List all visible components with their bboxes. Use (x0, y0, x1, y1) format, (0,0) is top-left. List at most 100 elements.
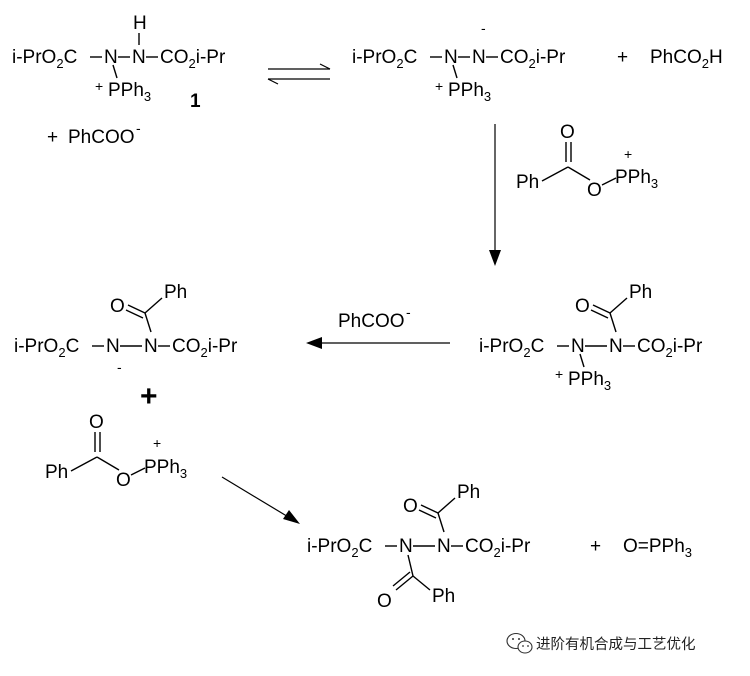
o-p-bond (601, 177, 617, 186)
ipr-o2c-label: i-PrO2C (352, 47, 417, 71)
ipr-o2c-label: i-PrO2C (14, 336, 79, 360)
c-o-double-bond-b (125, 309, 144, 319)
n-atom: N (571, 336, 585, 357)
reverse-half-head (267, 78, 279, 85)
n-atom: N (144, 336, 158, 357)
plus-sign: + (590, 536, 601, 557)
c-o-double-bond-a (395, 575, 414, 591)
o-atom: O (575, 296, 590, 317)
n-atom: N (437, 536, 451, 557)
n-p-bond (452, 64, 458, 79)
plus-charge: + (624, 146, 632, 162)
c-o-single-bond (96, 456, 120, 471)
watermark-text: 进阶有机合成与工艺优化 (536, 636, 696, 653)
pph3-label: PPh3 (568, 369, 611, 393)
ph-label: Ph (516, 172, 539, 193)
minus-charge: - (136, 120, 141, 136)
co2-ipr-label: CO2i-Pr (160, 47, 226, 71)
wechat-watermark: 进阶有机合成与工艺优化 (506, 632, 696, 654)
pph3-label: PPh3 (144, 457, 187, 481)
minus-charge: - (481, 20, 486, 36)
ph-label: Ph (45, 462, 68, 483)
o-atom: O (560, 122, 575, 143)
ph-label: Ph (629, 282, 652, 303)
o-atom: O (377, 591, 392, 612)
c-o-double-bond-a (420, 504, 439, 514)
minus-charge: - (406, 304, 411, 320)
c-o-double-bond-b (590, 309, 609, 319)
o-atom: O (116, 470, 131, 491)
ph-label: Ph (164, 282, 187, 303)
plus-charge: + (435, 78, 443, 94)
ipr-o2c-label: i-PrO2C (307, 536, 372, 560)
c-ph-bond (609, 297, 628, 314)
plus-charge: + (95, 78, 103, 94)
ph-c-bond (70, 456, 98, 472)
ph-label: Ph (457, 482, 480, 503)
co2-ipr-label: CO2i-Pr (637, 336, 703, 360)
h-atom: H (133, 13, 147, 34)
minus-charge: - (117, 359, 122, 375)
compound-number: 1 (190, 91, 201, 112)
n-atom: N (132, 47, 146, 68)
c-o-single-bond (567, 166, 591, 181)
c-ph-bond (437, 497, 456, 514)
c-ph-bond (144, 297, 163, 314)
n-carbonyl-bond (609, 312, 617, 333)
diacyl-hydrazide-product: i-PrO2C N N CO2i-Pr Ph O Ph O (307, 482, 531, 612)
c-ph-bond (412, 575, 431, 591)
n-atom: N (399, 536, 413, 557)
wechat-icon (506, 632, 533, 654)
plus-charge: + (555, 366, 563, 382)
acyl-hydrazide-phosphonium: i-PrO2C N N CO2i-Pr Ph O + PPh3 (479, 282, 703, 393)
o-atom: O (403, 496, 418, 517)
ipr-o2c-label: i-PrO2C (479, 336, 544, 360)
acyloxyphosphonium-lower: Ph O O + PPh3 (45, 412, 187, 491)
forward-half-head (319, 63, 331, 70)
n-atom: N (104, 47, 118, 68)
pph3-label: PPh3 (615, 167, 658, 191)
ipr-o2c-label: i-PrO2C (12, 47, 77, 71)
co2-ipr-label: CO2i-Pr (172, 336, 238, 360)
o-p-bond (130, 467, 146, 476)
pph3-label: PPh3 (108, 80, 151, 104)
c-o-double-bond-a (592, 304, 611, 314)
n-atom: N (609, 336, 623, 357)
c-o-double-bond-a (127, 304, 146, 314)
n-carbonyl-bond (407, 554, 414, 577)
triphenylphosphine-oxide-label: O=PPh3 (623, 536, 692, 560)
o-atom: O (587, 180, 602, 201)
n-p-bond (579, 353, 585, 368)
down-arrow-head (489, 250, 501, 266)
plus-sign: + (47, 127, 58, 148)
o-atom: O (110, 296, 125, 317)
c-o-double-bond-b (418, 509, 437, 519)
co2-ipr-label: CO2i-Pr (465, 536, 531, 560)
diagonal-arrow-head (283, 510, 300, 524)
phcoo-anion-label: PhCOO (338, 311, 405, 332)
ph-c-bond (541, 166, 569, 182)
n-p-bond (112, 64, 118, 79)
n-atom: N (106, 336, 120, 357)
betaine-protonated-1: i-PrO2C N N H CO2i-Pr + PPh3 1 (12, 13, 226, 112)
pph3-label: PPh3 (448, 80, 491, 104)
n-atom: N (472, 47, 486, 68)
ph-label: Ph (432, 586, 455, 607)
n-carbonyl-bond (144, 312, 152, 333)
benzoic-acid-label: PhCO2H (650, 47, 723, 71)
phcoo-anion-label: PhCOO (68, 127, 135, 148)
left-arrow (306, 337, 450, 349)
equilibrium-arrows (267, 63, 331, 85)
acyloxyphosphonium-upper: Ph O O + PPh3 (516, 122, 658, 201)
co2-ipr-label: CO2i-Pr (500, 47, 566, 71)
acyl-hydrazide-anion: i-PrO2C N N CO2i-Pr Ph O - (14, 282, 238, 375)
plus-sign: + (140, 380, 158, 413)
plus-sign: + (617, 47, 628, 68)
n-atom: N (444, 47, 458, 68)
diagonal-arrow-shaft (221, 476, 291, 519)
o-atom: O (89, 412, 104, 433)
plus-charge: + (153, 435, 161, 451)
betaine-deprotonated: i-PrO2C N N - CO2i-Pr + PPh3 (352, 20, 566, 104)
